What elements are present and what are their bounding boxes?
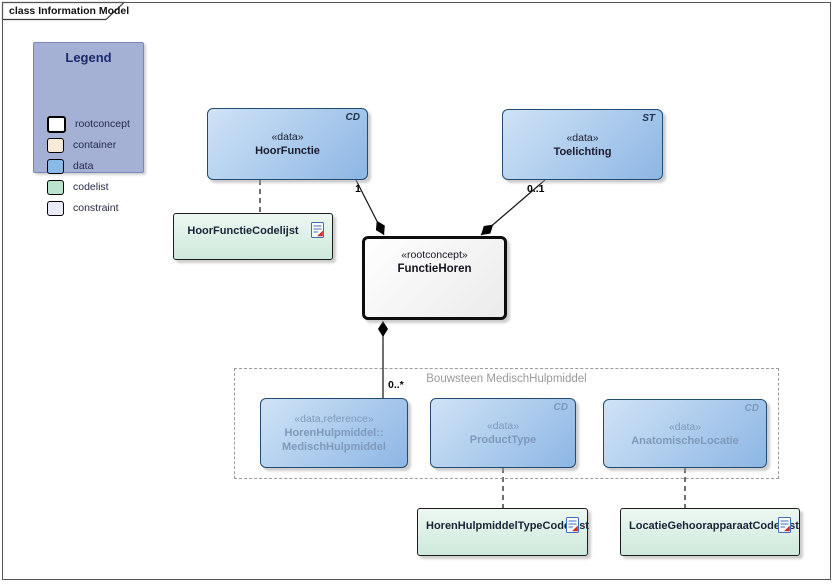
diagram-title: class Information Model bbox=[9, 5, 130, 17]
multiplicity-medischhulpmiddel: 0..* bbox=[388, 379, 404, 391]
class-producttype[interactable]: CD «data» ProductType bbox=[430, 398, 576, 468]
codelist-horenhulpmiddeltypecodelijst[interactable]: HorenHulpmiddelTypeCodelijst bbox=[417, 508, 589, 556]
class-functiehoren[interactable]: «rootconcept» FunctieHoren bbox=[362, 236, 507, 320]
type-tag: CD bbox=[744, 403, 759, 414]
legend-item-label: rootconcept bbox=[75, 118, 130, 130]
container-swatch bbox=[47, 137, 64, 153]
data-swatch bbox=[47, 158, 64, 174]
class-name: ProductType bbox=[469, 434, 537, 446]
codelist-name: HorenHulpmiddelTypeCodelijst bbox=[426, 520, 589, 532]
composition-functiehoren-toelichting bbox=[480, 179, 546, 236]
stereotype: «data» bbox=[486, 420, 520, 432]
class-name: AnatomischeLocatie bbox=[631, 434, 739, 447]
legend-item-constraint: constraint bbox=[47, 200, 119, 216]
codelist-name: HoorFunctieCodelijst bbox=[187, 225, 299, 237]
codelist-locatiegehoorapparaatcodelijst[interactable]: LocatieGehoorapparaatCodelijst bbox=[620, 508, 800, 556]
legend-item-rootconcept: rootconcept bbox=[47, 115, 130, 133]
container-bouwsteen-medischhulpmiddel[interactable]: Bouwsteen MedischHulpmiddel bbox=[234, 368, 779, 479]
rootconcept-swatch bbox=[47, 115, 66, 133]
codelist-document-icon bbox=[566, 517, 579, 533]
legend-item-codelist: codelist bbox=[47, 179, 109, 195]
class-name: HoorFunctie bbox=[255, 145, 320, 157]
legend-item-label: codelist bbox=[73, 181, 109, 193]
stereotype: «data» bbox=[271, 131, 304, 143]
class-name: FunctieHoren bbox=[397, 263, 472, 275]
legend: Legend rootconcept container data codeli… bbox=[33, 42, 144, 216]
class-toelichting[interactable]: ST «data» Toelichting bbox=[502, 109, 663, 180]
multiplicity-hoorfunctie: 1 bbox=[355, 183, 361, 195]
type-tag: CD bbox=[345, 112, 360, 123]
class-name: Toelichting bbox=[553, 145, 612, 158]
stereotype: «data» bbox=[668, 420, 702, 433]
stereotype: «data» bbox=[566, 131, 599, 144]
legend-item-label: constraint bbox=[73, 202, 119, 214]
legend-item-data: data bbox=[47, 158, 93, 174]
container-label: Bouwsteen MedischHulpmiddel bbox=[426, 373, 587, 385]
class-name-line1: HorenHulpmiddel:: bbox=[284, 427, 384, 439]
codelist-name: LocatieGehoorapparaatCodelijst bbox=[629, 520, 799, 532]
type-tag: CD bbox=[553, 402, 568, 413]
class-hoorfunctie[interactable]: CD «data» HoorFunctie bbox=[207, 108, 368, 180]
stereotype: «data,reference» bbox=[294, 413, 374, 425]
codelist-hoorfunctiecodelijst[interactable]: HoorFunctieCodelijst bbox=[173, 213, 333, 260]
stereotype: «rootconcept» bbox=[401, 249, 468, 261]
multiplicity-toelichting: 0..1 bbox=[527, 183, 545, 195]
codelist-swatch bbox=[47, 179, 64, 195]
codelist-document-icon bbox=[778, 517, 791, 533]
legend-item-label: container bbox=[73, 139, 117, 151]
constraint-swatch bbox=[47, 200, 64, 216]
composition-functiehoren-hoorfunctie bbox=[355, 179, 385, 236]
class-name-line2: MedischHulpmiddel bbox=[282, 441, 386, 453]
class-anatomischelocatie[interactable]: CD «data» AnatomischeLocatie bbox=[603, 399, 767, 468]
codelist-document-icon bbox=[311, 222, 324, 238]
legend-title: Legend bbox=[65, 50, 112, 65]
type-tag: ST bbox=[642, 113, 655, 124]
class-medischhulpmiddel[interactable]: «data,reference» HorenHulpmiddel:: Medis… bbox=[260, 398, 408, 468]
legend-item-label: data bbox=[73, 160, 94, 172]
legend-item-container: container bbox=[47, 137, 116, 153]
